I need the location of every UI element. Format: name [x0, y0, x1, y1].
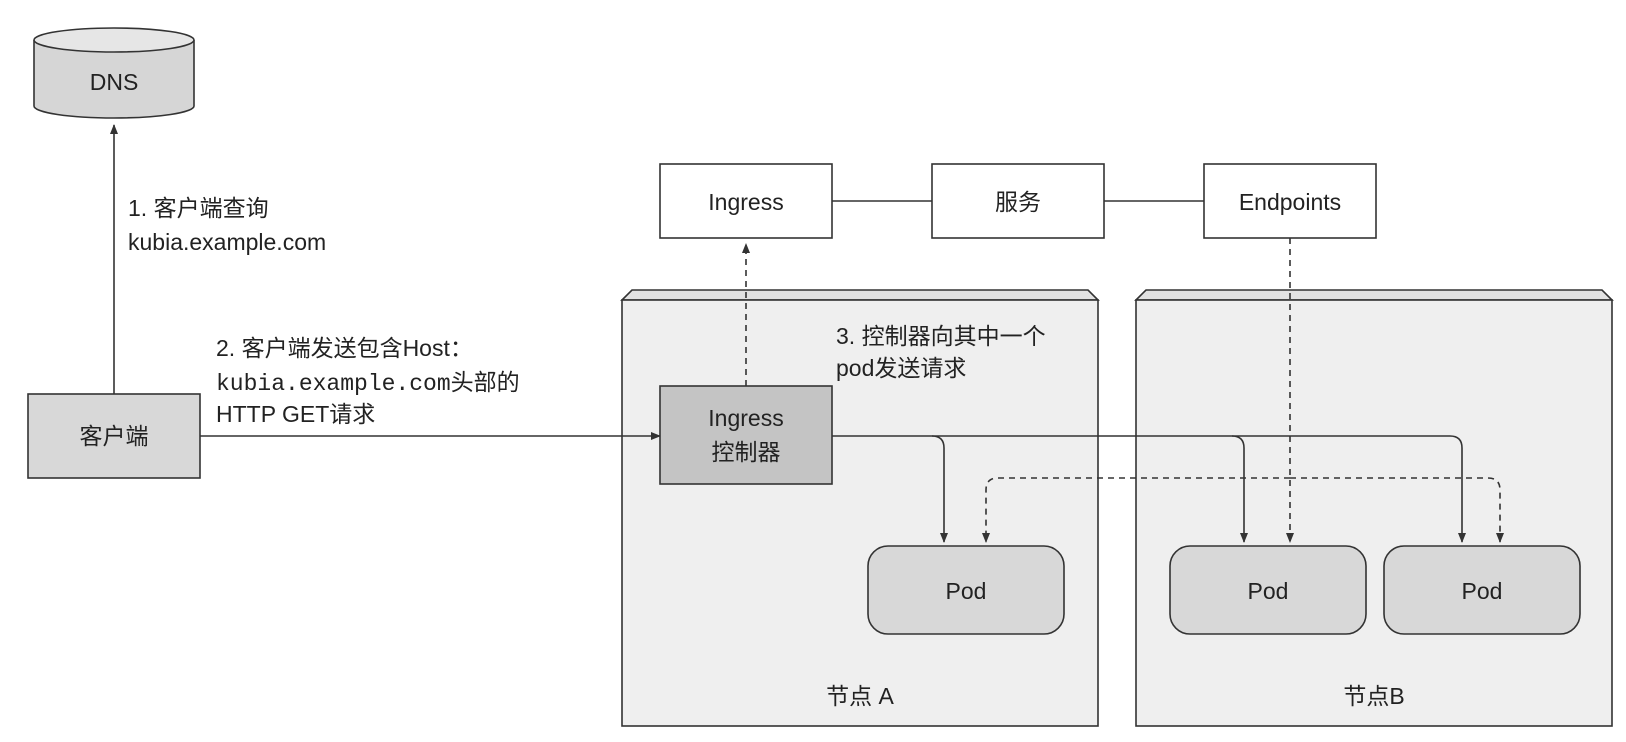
step2-line3: HTTP GET请求 [216, 401, 375, 427]
ingress-box: Ingress [659, 163, 833, 239]
node-b-label: 节点B [1343, 683, 1404, 709]
node-a-label: 节点 A [826, 683, 894, 709]
step3-line1: 3. 控制器向其中一个 [836, 323, 1046, 349]
step1-line1: 1. 客户端查询 [128, 195, 269, 221]
pod-node-b-2: Pod [1383, 545, 1581, 635]
step2-host-mono: kubia.example.com [216, 371, 451, 397]
pod-node-a: Pod [867, 545, 1065, 635]
node-a: 节点 A [620, 289, 1100, 727]
controller-line2: 控制器 [712, 439, 781, 465]
dns-label: DNS [90, 69, 139, 95]
endpoints-to-pod-a [982, 477, 1290, 543]
route-to-pod-b2 [1232, 435, 1466, 543]
client-label: 客户端 [80, 423, 149, 449]
dns-database: DNS [33, 27, 195, 119]
service-label: 服务 [995, 189, 1041, 215]
pod-node-b-1: Pod [1169, 545, 1367, 635]
ingress-controller-box: Ingress 控制器 [659, 385, 833, 485]
step2-line2: kubia.example.com头部的 [216, 369, 520, 397]
pod-node-b-1-label: Pod [1248, 578, 1289, 604]
client-box: 客户端 [27, 393, 201, 479]
controller-line1: Ingress [708, 405, 783, 431]
endpoints-box: Endpoints [1203, 163, 1377, 239]
step3-line2: pod发送请求 [836, 355, 966, 381]
pod-node-b-2-label: Pod [1462, 578, 1503, 604]
step2-line1: 2. 客户端发送包含Host： [216, 335, 473, 361]
step1-line2: kubia.example.com [128, 229, 326, 255]
pod-node-a-label: Pod [946, 578, 987, 604]
node-b: 节点B [1134, 289, 1614, 727]
step2-line2-tail: 头部的 [451, 369, 520, 395]
service-box: 服务 [931, 163, 1105, 239]
ingress-label: Ingress [708, 189, 783, 215]
endpoints-label: Endpoints [1239, 189, 1341, 215]
endpoints-to-pod-b2 [1290, 477, 1504, 543]
